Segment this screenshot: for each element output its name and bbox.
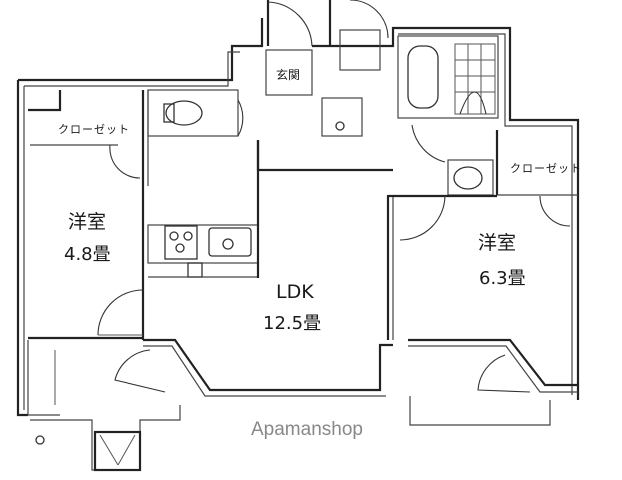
ldk-walls [27,140,578,426]
entrance [265,0,389,137]
meter-box [30,405,181,472]
kitchen [147,140,260,278]
closet-left-label: クローゼット [58,123,130,136]
washroom [411,124,499,196]
watermark: Apamanshop [251,419,363,440]
closet-right-label: クローゼット [510,162,582,175]
room-size-ldk: 12.5畳 [263,313,322,334]
entrance-label: 玄関 [276,68,301,82]
right-bedroom-walls [386,194,578,340]
room-size-western-2: 6.3畳 [479,268,526,289]
room-name-western-1: 洋室 [68,211,107,233]
bathroom [397,35,499,119]
room-name-western-2: 洋室 [478,232,517,254]
outer-walls [16,0,580,417]
room-size-western-1: 4.8畳 [64,244,111,265]
room-name-ldk: LDK [276,281,314,303]
toilet [147,89,244,137]
